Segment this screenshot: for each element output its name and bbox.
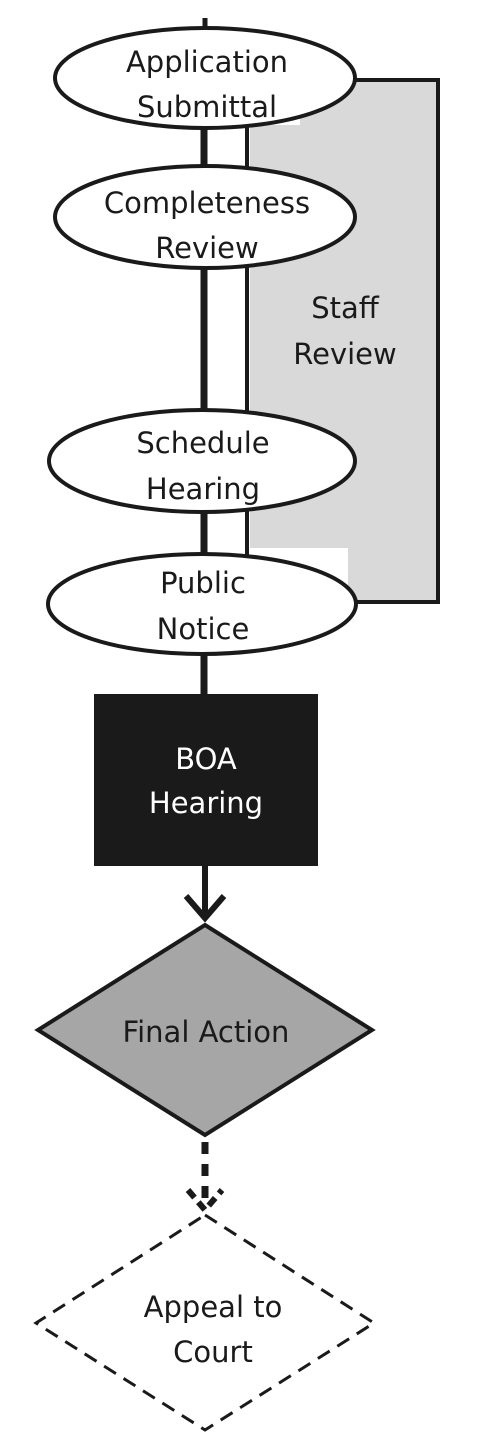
application-submittal-line2: Submittal — [137, 90, 277, 124]
schedule-hearing-node — [47, 408, 357, 514]
boa-hearing-node — [94, 694, 318, 866]
appeal-to-court-line2: Court — [173, 1335, 253, 1369]
schedule-hearing-line2: Hearing — [146, 472, 260, 506]
final-action-label: Final Action — [123, 1015, 290, 1049]
boa-hearing-line1: BOA — [175, 742, 237, 776]
public-notice-node — [46, 552, 358, 656]
application-submittal-node — [53, 26, 357, 130]
application-submittal-line1: Application — [126, 45, 288, 79]
staff-review-border — [338, 78, 440, 604]
dashed-arrowhead-down-icon — [185, 1188, 225, 1215]
public-notice-line1: Public — [160, 566, 246, 600]
final-action-node — [34, 922, 376, 1138]
arrowhead-down-icon — [183, 894, 227, 923]
staff-review-label-line1: Staff — [311, 291, 380, 325]
completeness-review-node — [53, 164, 357, 270]
appeal-to-court-line1: Appeal to — [144, 1290, 283, 1324]
public-notice-line2: Notice — [157, 612, 250, 646]
schedule-hearing-line1: Schedule — [136, 426, 269, 460]
staff-review-label-line2: Review — [293, 337, 396, 371]
boa-hearing-line2: Hearing — [149, 786, 263, 820]
completeness-review-line1: Completeness — [104, 186, 310, 220]
appeal-to-court-node — [33, 1213, 377, 1432]
completeness-review-line2: Review — [155, 231, 258, 265]
